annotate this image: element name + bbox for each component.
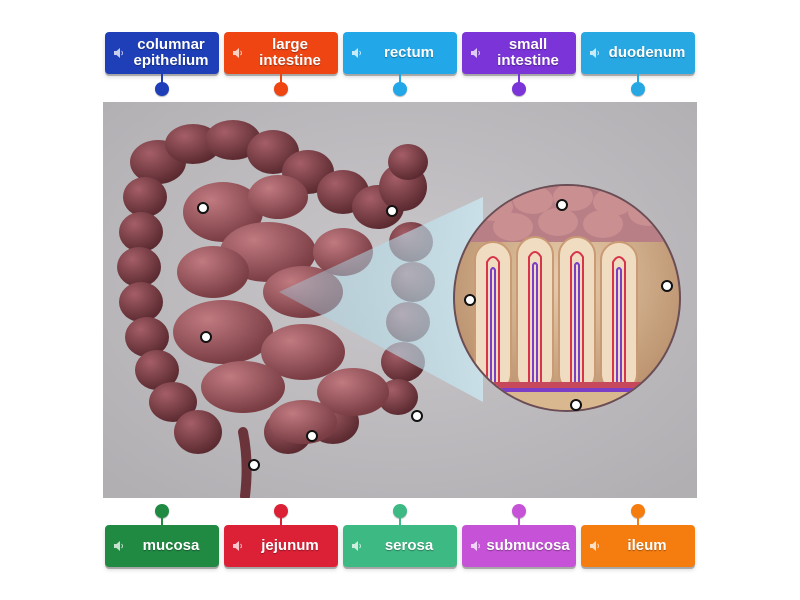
label-text: rectum — [383, 44, 435, 61]
hotspot-10[interactable] — [570, 399, 582, 411]
label-stem — [280, 74, 282, 84]
label-text: serosa — [384, 537, 434, 554]
hotspot-1[interactable] — [197, 202, 209, 214]
label-pin — [274, 504, 288, 518]
label-text: large intestine — [259, 36, 321, 69]
label-text: ileum — [627, 537, 667, 554]
label-text: small intestine — [497, 36, 559, 69]
label-tile-columnar-epithelium[interactable]: columnar epithelium — [105, 32, 219, 74]
label-tile-serosa[interactable]: serosa — [343, 525, 457, 567]
label-stem — [637, 74, 639, 84]
label-text: columnar epithelium — [133, 36, 209, 69]
label-tile-ileum[interactable]: ileum — [581, 525, 695, 567]
speaker-icon[interactable] — [589, 47, 601, 59]
speaker-icon[interactable] — [470, 540, 482, 552]
speaker-icon[interactable] — [470, 47, 482, 59]
hotspot-4[interactable] — [306, 430, 318, 442]
label-stem — [399, 74, 401, 84]
hotspot-7[interactable] — [556, 199, 568, 211]
label-pin — [512, 82, 526, 96]
label-tile-jejunum[interactable]: jejunum — [224, 525, 338, 567]
label-text: jejunum — [261, 537, 319, 554]
hotspot-5[interactable] — [248, 459, 260, 471]
label-pin — [155, 82, 169, 96]
label-pin — [631, 82, 645, 96]
label-pin — [274, 82, 288, 96]
hotspot-9[interactable] — [661, 280, 673, 292]
label-tile-rectum[interactable]: rectum — [343, 32, 457, 74]
label-tile-duodenum[interactable]: duodenum — [581, 32, 695, 74]
label-stem — [161, 74, 163, 84]
label-pin — [512, 504, 526, 518]
label-text: submucosa — [486, 537, 570, 554]
label-pin — [631, 504, 645, 518]
label-pin — [393, 82, 407, 96]
hotspot-3[interactable] — [200, 331, 212, 343]
label-tile-small-intestine[interactable]: small intestine — [462, 32, 576, 74]
label-stem — [399, 516, 401, 526]
speaker-icon[interactable] — [113, 540, 125, 552]
intestine-illustration — [103, 102, 697, 501]
hotspot-8[interactable] — [464, 294, 476, 306]
label-stem — [280, 516, 282, 526]
label-stem — [518, 74, 520, 84]
label-text: mucosa — [142, 537, 200, 554]
hotspot-6[interactable] — [411, 410, 423, 422]
speaker-icon[interactable] — [113, 47, 125, 59]
label-text: duodenum — [608, 44, 686, 61]
speaker-icon[interactable] — [589, 540, 601, 552]
label-tile-large-intestine[interactable]: large intestine — [224, 32, 338, 74]
label-pin — [155, 504, 169, 518]
label-stem — [161, 516, 163, 526]
label-pin — [393, 504, 407, 518]
speaker-icon[interactable] — [232, 540, 244, 552]
label-stem — [518, 516, 520, 526]
hotspot-2[interactable] — [386, 205, 398, 217]
label-tile-mucosa[interactable]: mucosa — [105, 525, 219, 567]
label-tile-submucosa[interactable]: submucosa — [462, 525, 576, 567]
label-stem — [637, 516, 639, 526]
speaker-icon[interactable] — [232, 47, 244, 59]
speaker-icon[interactable] — [351, 540, 363, 552]
intestine-artwork — [103, 102, 697, 501]
speaker-icon[interactable] — [351, 47, 363, 59]
